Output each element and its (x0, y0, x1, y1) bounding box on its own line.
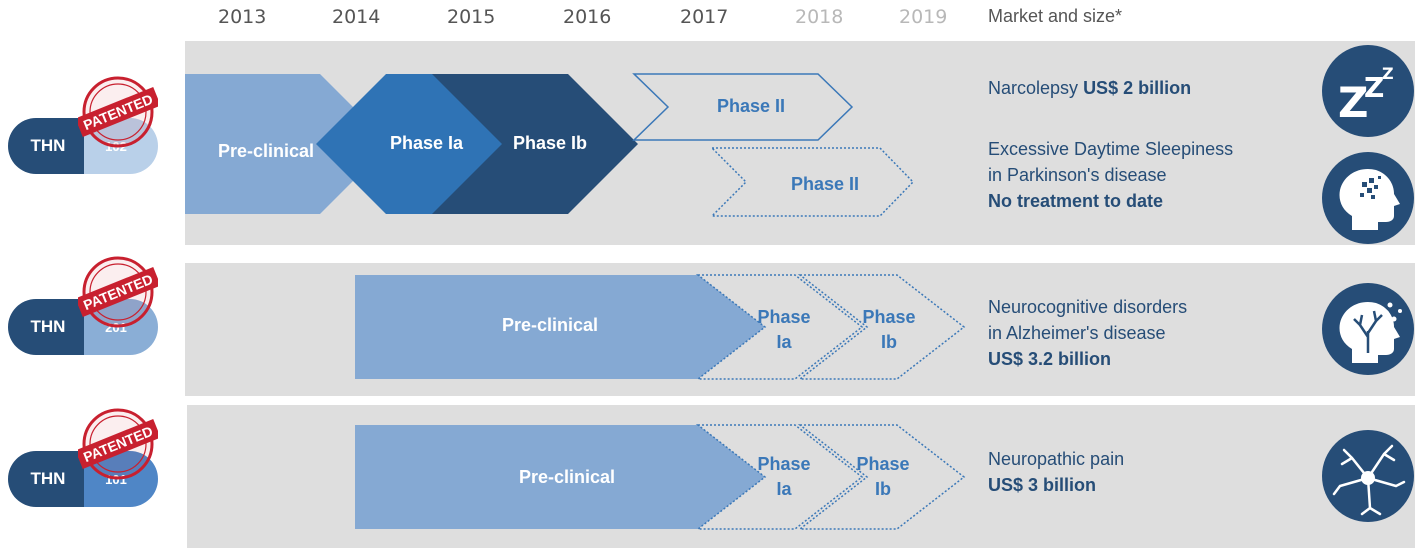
label-phase-ia-thn201-line1: Phase (757, 307, 811, 327)
label-preclinical-thn102: Pre-clinical (218, 141, 315, 161)
svg-text:Z: Z (1382, 64, 1394, 83)
patented-stamp-icon: PATENTED (78, 256, 158, 328)
market-alzheimers: Neurocognitive disorders in Alzheimer's … (988, 294, 1187, 372)
sleep-zzz-icon: Z Z Z (1322, 45, 1414, 137)
arrow-phase-ii-a-thn102 (632, 73, 854, 141)
label-phase-ib-thn201-line1: Phase (862, 307, 916, 327)
label-phase-ib-thn102: Phase Ib (513, 133, 588, 153)
label-phase-ia-thn101-line1: Phase (757, 454, 811, 474)
product-prefix: THN (8, 451, 84, 507)
label-phase-ib-thn101-line2: Ib (875, 479, 891, 499)
product-pill-thn201: THN 201 (8, 299, 158, 355)
svg-text:Z: Z (1364, 71, 1384, 104)
market-size: US$ 3.2 billion (988, 349, 1112, 369)
arrow-phase-ib-thn101 (797, 424, 966, 530)
year-2018: 2018 (795, 6, 844, 28)
year-2017: 2017 (680, 6, 729, 28)
market-size: US$ 2 billion (1083, 78, 1192, 98)
market-line1: Neuropathic pain (988, 449, 1125, 469)
head-pixel-icon (1322, 152, 1414, 244)
svg-text:Z: Z (1338, 78, 1368, 127)
market-neuropathic-pain: Neuropathic pain US$ 3 billion (988, 446, 1124, 498)
arrow-preclinical-thn101 (355, 425, 765, 529)
label-phase-ia-thn201-line2: Ia (776, 332, 792, 352)
product-prefix: THN (8, 299, 84, 355)
year-2015: 2015 (447, 6, 496, 28)
arrow-phase-ib-thn102 (432, 74, 638, 214)
label-phase-ib-thn201: Phase Ib (849, 305, 929, 355)
label-preclinical-thn201: Pre-clinical (502, 315, 599, 335)
product-prefix: THN (8, 118, 84, 174)
arrow-preclinical-thn201 (355, 275, 765, 379)
label-phase-ia-thn101-line2: Ia (776, 479, 792, 499)
year-2013: 2013 (218, 6, 267, 28)
arrow-phase-ia-thn101 (695, 424, 864, 530)
label-preclinical-thn101: Pre-clinical (519, 467, 616, 487)
label-phase-ib-thn101: Phase Ib (843, 452, 923, 502)
year-2016: 2016 (563, 6, 612, 28)
market-eds-parkinsons: Excessive Daytime Sleepiness in Parkinso… (988, 136, 1233, 214)
market-name: Narcolepsy (988, 78, 1079, 98)
head-tree-icon (1322, 283, 1414, 375)
label-phase-ib-thn201-line2: Ib (881, 332, 897, 352)
label-phase-ii-a-thn102: Phase II (716, 96, 786, 116)
label-phase-ia-thn102: Phase Ia (390, 133, 464, 153)
label-phase-ia-thn101: Phase Ia (744, 452, 824, 502)
arrow-phase-ia-thn201 (695, 274, 864, 380)
arrow-phase-ii-b-thn102 (710, 147, 915, 217)
arrow-preclinical-thn102 (185, 74, 390, 214)
label-phase-ia-thn201: Phase Ia (744, 305, 824, 355)
year-2019: 2019 (899, 6, 948, 28)
label-phase-ib-thn101-line1: Phase (856, 454, 910, 474)
market-size: No treatment to date (988, 191, 1164, 211)
neuron-icon (1322, 430, 1414, 522)
label-phase-ii-b-thn102: Phase II (790, 174, 860, 194)
market-size: US$ 3 billion (988, 475, 1097, 495)
market-narcolepsy: Narcolepsy US$ 2 billion (988, 75, 1191, 101)
market-line2: in Parkinson's disease (988, 165, 1167, 185)
year-2014: 2014 (332, 6, 381, 28)
patented-stamp-icon: PATENTED (78, 408, 158, 480)
market-line1: Excessive Daytime Sleepiness (988, 139, 1234, 159)
arrow-phase-ib-thn201 (797, 274, 966, 380)
market-line1: Neurocognitive disorders (988, 297, 1188, 317)
market-line2: in Alzheimer's disease (988, 323, 1166, 343)
patented-stamp-icon: PATENTED (78, 76, 158, 148)
market-header: Market and size* (988, 6, 1123, 26)
